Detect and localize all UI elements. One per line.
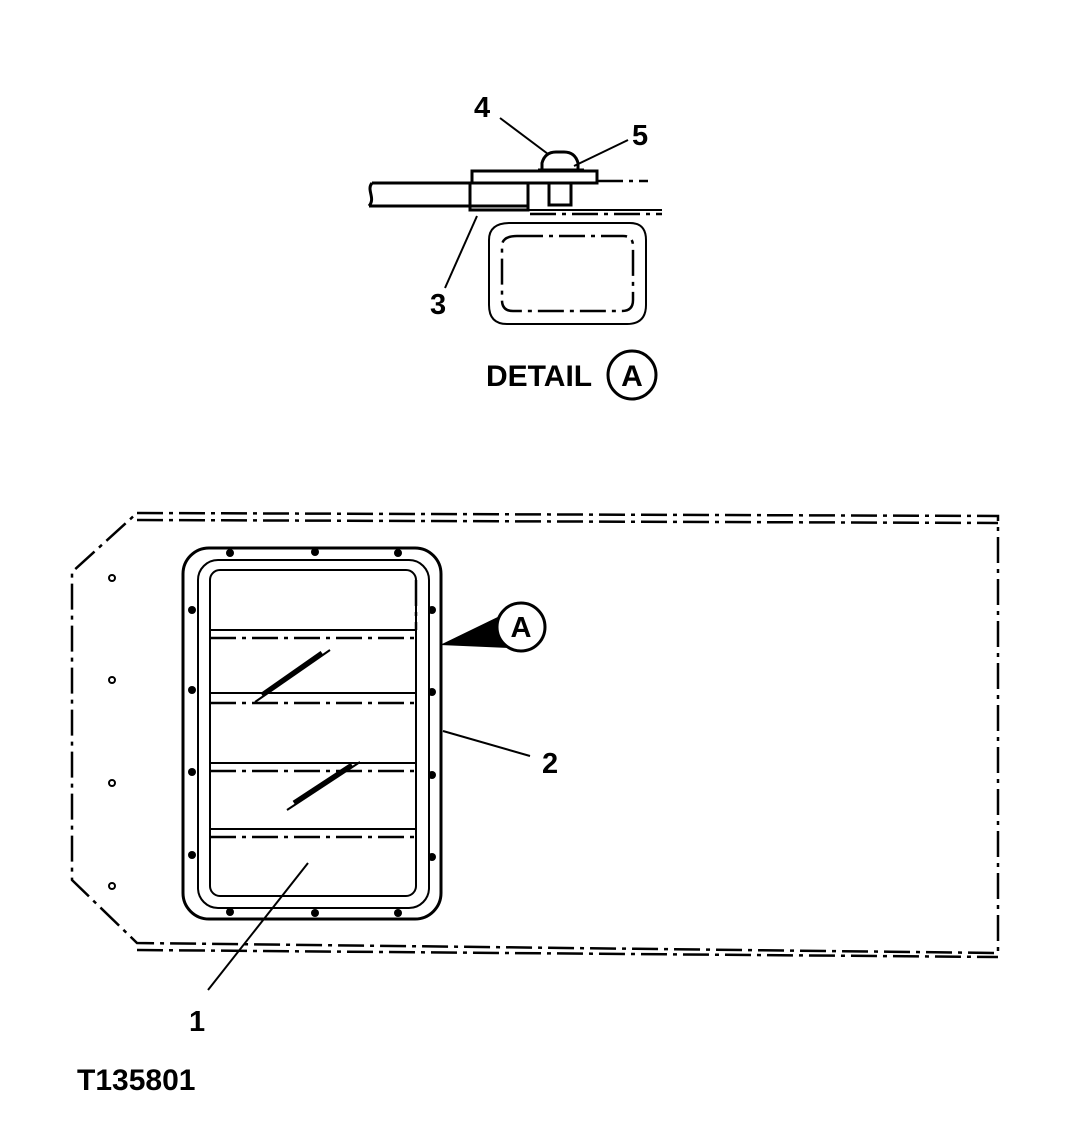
- window-seal-outer: [181, 546, 443, 921]
- leader-3: [444, 215, 478, 289]
- seal-fasteners: [188, 548, 436, 917]
- detail-bolt-head: [540, 150, 580, 171]
- detail-a-view: 3 4 5 DETAIL A: [367, 92, 662, 401]
- detail-a-pointer: [440, 612, 510, 648]
- detail-marker-circle: [606, 349, 658, 401]
- leader-1: [207, 862, 309, 991]
- main-view: A 2 1: [70, 511, 1000, 1038]
- detail-marker-label: A: [621, 360, 643, 393]
- callout-5: 5: [632, 120, 648, 152]
- window-seal-inner: [197, 559, 430, 909]
- figure-id: T135801: [77, 1064, 195, 1097]
- detail-frame-tube: [488, 222, 647, 325]
- leader-4: [499, 117, 549, 155]
- detail-a-pointer-circle: [495, 601, 547, 653]
- callout-2: 2: [542, 748, 558, 780]
- roof-panel-edge-top: [136, 518, 999, 525]
- window-glass: [209, 569, 417, 897]
- callout-1: 1: [189, 1006, 205, 1038]
- roof-panel-edge-bottom: [136, 948, 999, 959]
- detail-title: DETAIL: [486, 360, 592, 393]
- detail-bolt-shank: [547, 181, 573, 207]
- detail-plate: [470, 169, 599, 185]
- leader-5: [573, 139, 629, 167]
- panel-holes: [108, 574, 116, 890]
- callout-4: 4: [474, 92, 490, 124]
- callout-3: 3: [430, 289, 446, 321]
- glass-reflection-marks: [254, 649, 361, 811]
- roof-panel-outline: [70, 511, 1000, 955]
- detail-frame-tube-inner: [500, 234, 635, 313]
- window-interior-lines: [210, 580, 418, 839]
- leader-2: [442, 730, 531, 757]
- detail-panel: [367, 181, 528, 208]
- detail-a-pointer-label: A: [511, 612, 532, 644]
